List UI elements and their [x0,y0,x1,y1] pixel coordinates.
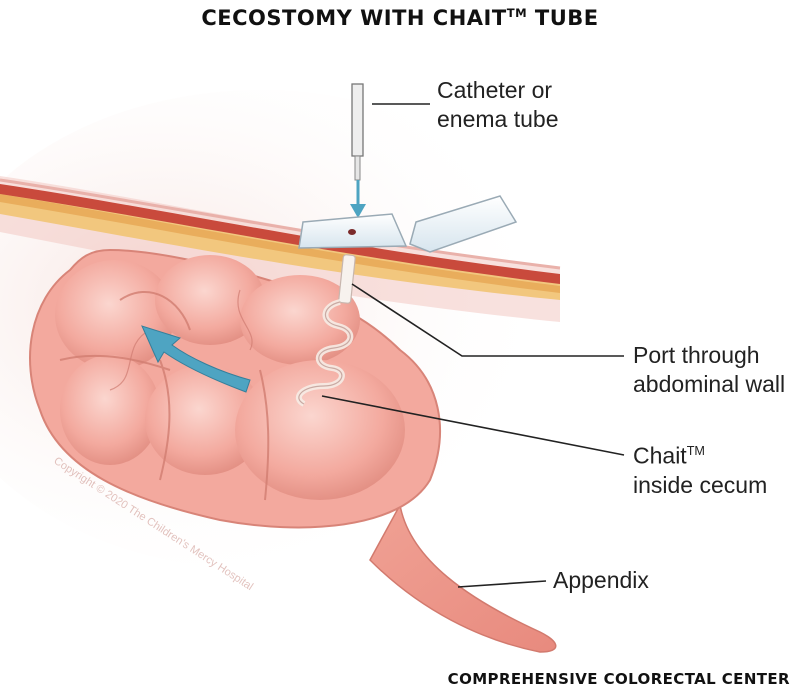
appendix-label: Appendix [553,567,649,593]
catheter-label: Catheter or enema tube [437,77,559,132]
port-leader [351,283,624,357]
cecum [29,248,441,529]
catheter [350,83,366,218]
chait-leader [321,395,625,456]
port-tube [338,254,356,304]
chait-label: ChaitTM inside cecum [633,442,768,498]
port-pad [298,195,518,253]
leader-lines [321,103,625,588]
footer-credit: COMPREHENSIVE COLORECTAL CENTER [447,670,790,688]
diagram-title: CECOSTOMY WITH CHAITTM TUBE [201,6,599,30]
flow-arrow [141,325,251,393]
abdominal-wall [0,176,561,322]
appendix-leader [457,580,547,588]
port-label: Port through abdominal wall [633,342,786,397]
appendix [369,502,557,653]
